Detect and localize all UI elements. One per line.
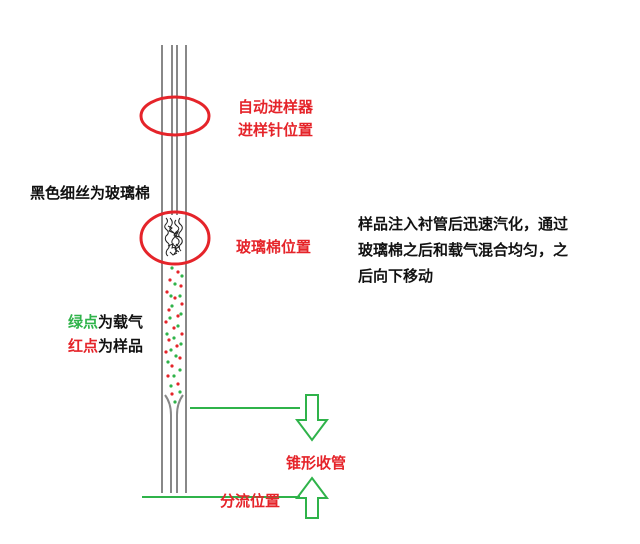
split-position-label: 分流位置 xyxy=(220,492,281,510)
injector-label-line1: 自动进样器 xyxy=(238,98,314,116)
legend-carrier-gas: 绿点为载气 xyxy=(68,310,143,334)
injector-label-line2: 进样针位置 xyxy=(238,121,314,139)
legend: 绿点为载气 红点为样品 xyxy=(68,310,143,358)
legend-green-dots: 绿点 xyxy=(68,313,99,331)
down-arrow-icon xyxy=(295,394,329,442)
black-thread-label: 黑色细丝为玻璃棉 xyxy=(30,184,151,202)
glass-wool-position-label: 玻璃棉位置 xyxy=(236,238,312,256)
cone-right xyxy=(176,394,184,493)
cone-left xyxy=(164,394,172,493)
cone-collect-label: 锥形收管 xyxy=(286,454,347,472)
legend-red-dots: 红点 xyxy=(68,337,99,355)
up-arrow-icon xyxy=(295,476,329,519)
glass-wool-ellipse xyxy=(139,210,211,266)
description-line3: 后向下移动 xyxy=(358,267,434,285)
legend-carrier-text: 为载气 xyxy=(98,313,144,331)
glass-wool-threads xyxy=(164,217,183,257)
sample-dots xyxy=(164,270,184,396)
legend-sample: 红点为样品 xyxy=(68,334,143,358)
description-line2: 玻璃棉之后和载气混合均匀，之 xyxy=(358,241,569,259)
description-line1: 样品注入衬管后迅速汽化，通过 xyxy=(358,215,569,233)
injector-position-ellipse xyxy=(139,95,211,137)
carrier-gas-dots xyxy=(165,266,184,404)
particle-dots xyxy=(164,266,184,404)
legend-sample-text: 为样品 xyxy=(98,337,144,355)
process-description: 样品注入衬管后迅速汽化，通过 玻璃棉之后和载气混合均匀，之 后向下移动 xyxy=(358,211,568,289)
injector-position-label: 自动进样器 进样针位置 xyxy=(238,96,313,142)
